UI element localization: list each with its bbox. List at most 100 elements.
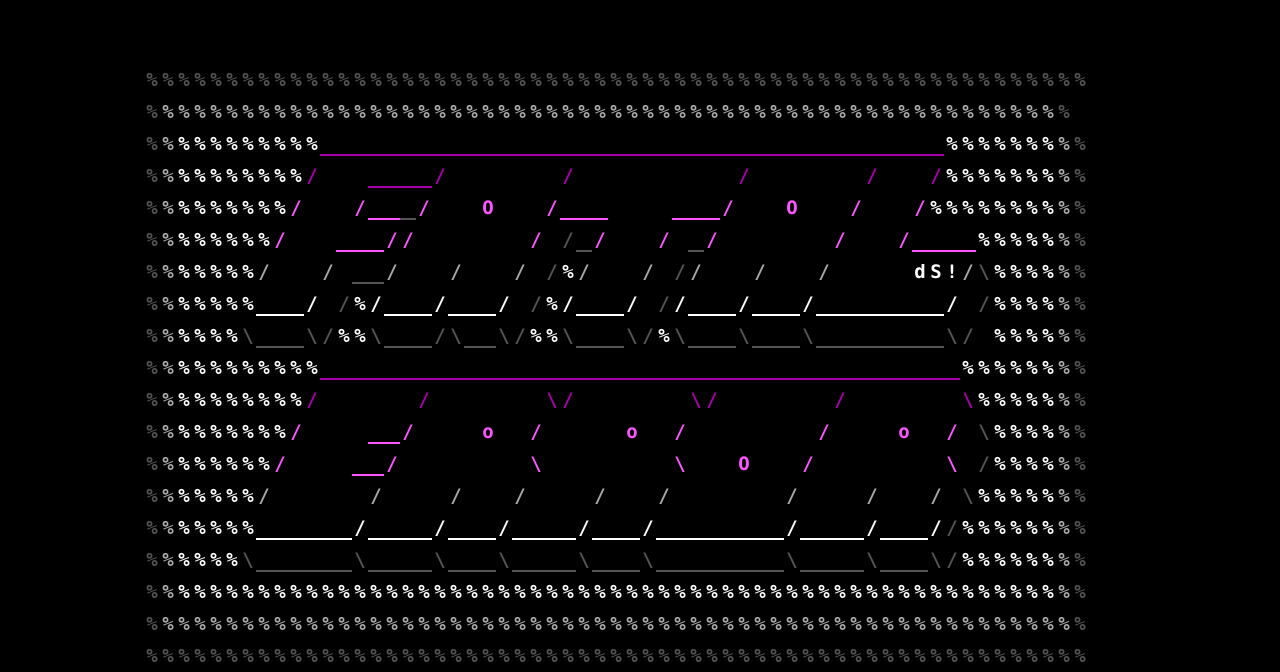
art-fill-char: % <box>706 69 718 91</box>
art-char <box>320 384 336 416</box>
art-fill-char: % <box>290 165 302 187</box>
art-char <box>848 480 864 512</box>
art-char <box>784 384 800 416</box>
art-fill-char: % <box>1058 517 1070 539</box>
art-fill-char: % <box>258 101 270 123</box>
art-fill-char: % <box>834 69 846 91</box>
art-char <box>656 192 672 224</box>
art-fill-char: % <box>338 69 350 91</box>
art-fill-char: % <box>354 613 366 635</box>
art-char <box>800 384 816 416</box>
art-char: / <box>562 389 574 411</box>
art-char: _ <box>912 288 928 320</box>
art-char <box>880 256 896 288</box>
art-fill-char: % <box>386 613 398 635</box>
art-fill-char: % <box>594 101 606 123</box>
art-fill-char: % <box>658 581 670 603</box>
art-char: _ <box>832 544 848 576</box>
art-fill-char: % <box>978 389 990 411</box>
art-fill-char: % <box>242 261 254 283</box>
art-char <box>432 384 448 416</box>
art-char: _ <box>672 352 688 384</box>
art-char: _ <box>656 512 672 544</box>
art-char: _ <box>288 320 304 352</box>
art-fill-char: % <box>1010 517 1022 539</box>
art-char <box>288 480 304 512</box>
art-char <box>624 480 640 512</box>
art-char: _ <box>752 352 768 384</box>
art-char <box>960 416 976 448</box>
art-fill-char: % <box>706 613 718 635</box>
art-char: _ <box>752 512 768 544</box>
art-fill-char: % <box>1026 357 1038 379</box>
art-fill-char: % <box>370 69 382 91</box>
art-char: _ <box>368 352 384 384</box>
art-fill-char: % <box>626 101 638 123</box>
art-fill-char: % <box>674 101 686 123</box>
art-fill-char: % <box>482 581 494 603</box>
art-char: _ <box>320 128 336 160</box>
art-fill-char: % <box>146 197 158 219</box>
art-char <box>800 480 816 512</box>
art-char <box>480 480 496 512</box>
art-char: / <box>546 197 558 219</box>
art-char: _ <box>400 192 416 224</box>
art-fill-char: % <box>226 517 238 539</box>
art-fill-char: % <box>386 69 398 91</box>
art-fill-char: % <box>226 613 238 635</box>
art-char <box>576 416 592 448</box>
art-fill-char: % <box>306 101 318 123</box>
art-char <box>688 480 704 512</box>
art-char <box>304 192 320 224</box>
art-fill-char: % <box>658 325 670 347</box>
art-char <box>416 448 432 480</box>
art-fill-char: % <box>594 69 606 91</box>
art-char: _ <box>560 352 576 384</box>
art-char: / <box>674 293 686 315</box>
art-fill-char: % <box>786 613 798 635</box>
art-char: _ <box>368 448 384 480</box>
art-char: ! <box>946 261 958 283</box>
art-char: _ <box>272 288 288 320</box>
art-fill-char: % <box>402 613 414 635</box>
art-char: _ <box>784 320 800 352</box>
art-char <box>912 480 928 512</box>
art-char <box>336 192 352 224</box>
art-char <box>848 224 864 256</box>
art-char <box>608 448 624 480</box>
art-char <box>720 160 736 192</box>
art-char <box>448 160 464 192</box>
art-char <box>800 416 816 448</box>
art-fill-char: % <box>178 389 190 411</box>
art-fill-char: % <box>1074 549 1086 571</box>
art-fill-char: % <box>162 101 174 123</box>
art-fill-char: % <box>146 485 158 507</box>
art-char <box>944 480 960 512</box>
art-fill-char: % <box>1010 165 1022 187</box>
art-fill-char: % <box>994 485 1006 507</box>
art-fill-char: % <box>1010 421 1022 443</box>
art-char: _ <box>752 128 768 160</box>
art-char <box>352 160 368 192</box>
art-fill-char: % <box>210 421 222 443</box>
art-char: _ <box>448 544 464 576</box>
art-fill-char: % <box>930 645 942 667</box>
art-char: _ <box>352 128 368 160</box>
art-row: %%%%%%%%%%%%%%%%%%%%%%%%%%%%%%%%%%%%%%%%… <box>144 64 1088 96</box>
art-char: _ <box>688 320 704 352</box>
art-fill-char: % <box>354 69 366 91</box>
art-fill-char: % <box>162 517 174 539</box>
art-char: _ <box>464 320 480 352</box>
art-fill-char: % <box>978 165 990 187</box>
art-fill-char: % <box>914 645 926 667</box>
art-fill-char: % <box>178 357 190 379</box>
art-fill-char: % <box>1042 549 1054 571</box>
art-fill-char: % <box>162 453 174 475</box>
art-fill-char: % <box>1074 485 1086 507</box>
art-char <box>640 288 656 320</box>
art-char: _ <box>384 416 400 448</box>
art-fill-char: % <box>1074 229 1086 251</box>
art-fill-char: % <box>914 613 926 635</box>
art-char: _ <box>784 288 800 320</box>
art-char <box>832 160 848 192</box>
